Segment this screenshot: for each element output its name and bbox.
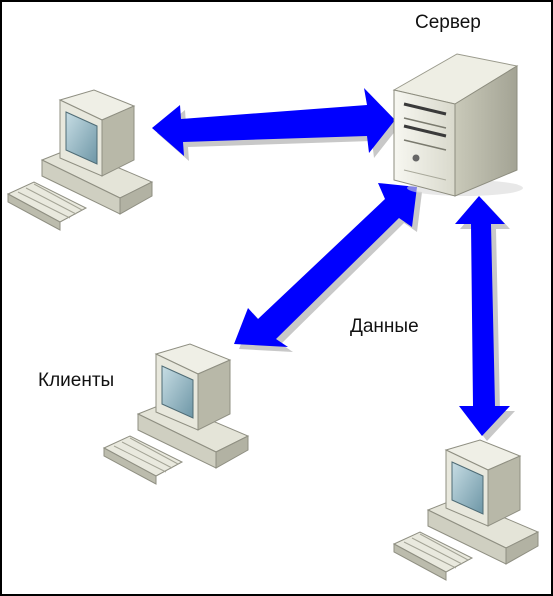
- connection-arrows: [152, 88, 515, 441]
- desktop-computer-icon: [102, 343, 250, 485]
- data-label: Данные: [350, 316, 419, 337]
- desktop-computer-icon: [6, 89, 154, 231]
- clients-label: Клиенты: [38, 370, 115, 391]
- arrow-server-client-3: [455, 196, 515, 441]
- server-tower-icon: [392, 53, 523, 197]
- client-computer-icon: [6, 89, 154, 231]
- client-computer-icon: [392, 439, 540, 581]
- server-label: Сервер: [415, 12, 481, 33]
- client-computer-icon: [102, 343, 250, 485]
- arrow-server-client-2: [234, 183, 422, 352]
- arrow-server-client-1: [152, 88, 400, 161]
- desktop-computer-icon: [392, 439, 540, 581]
